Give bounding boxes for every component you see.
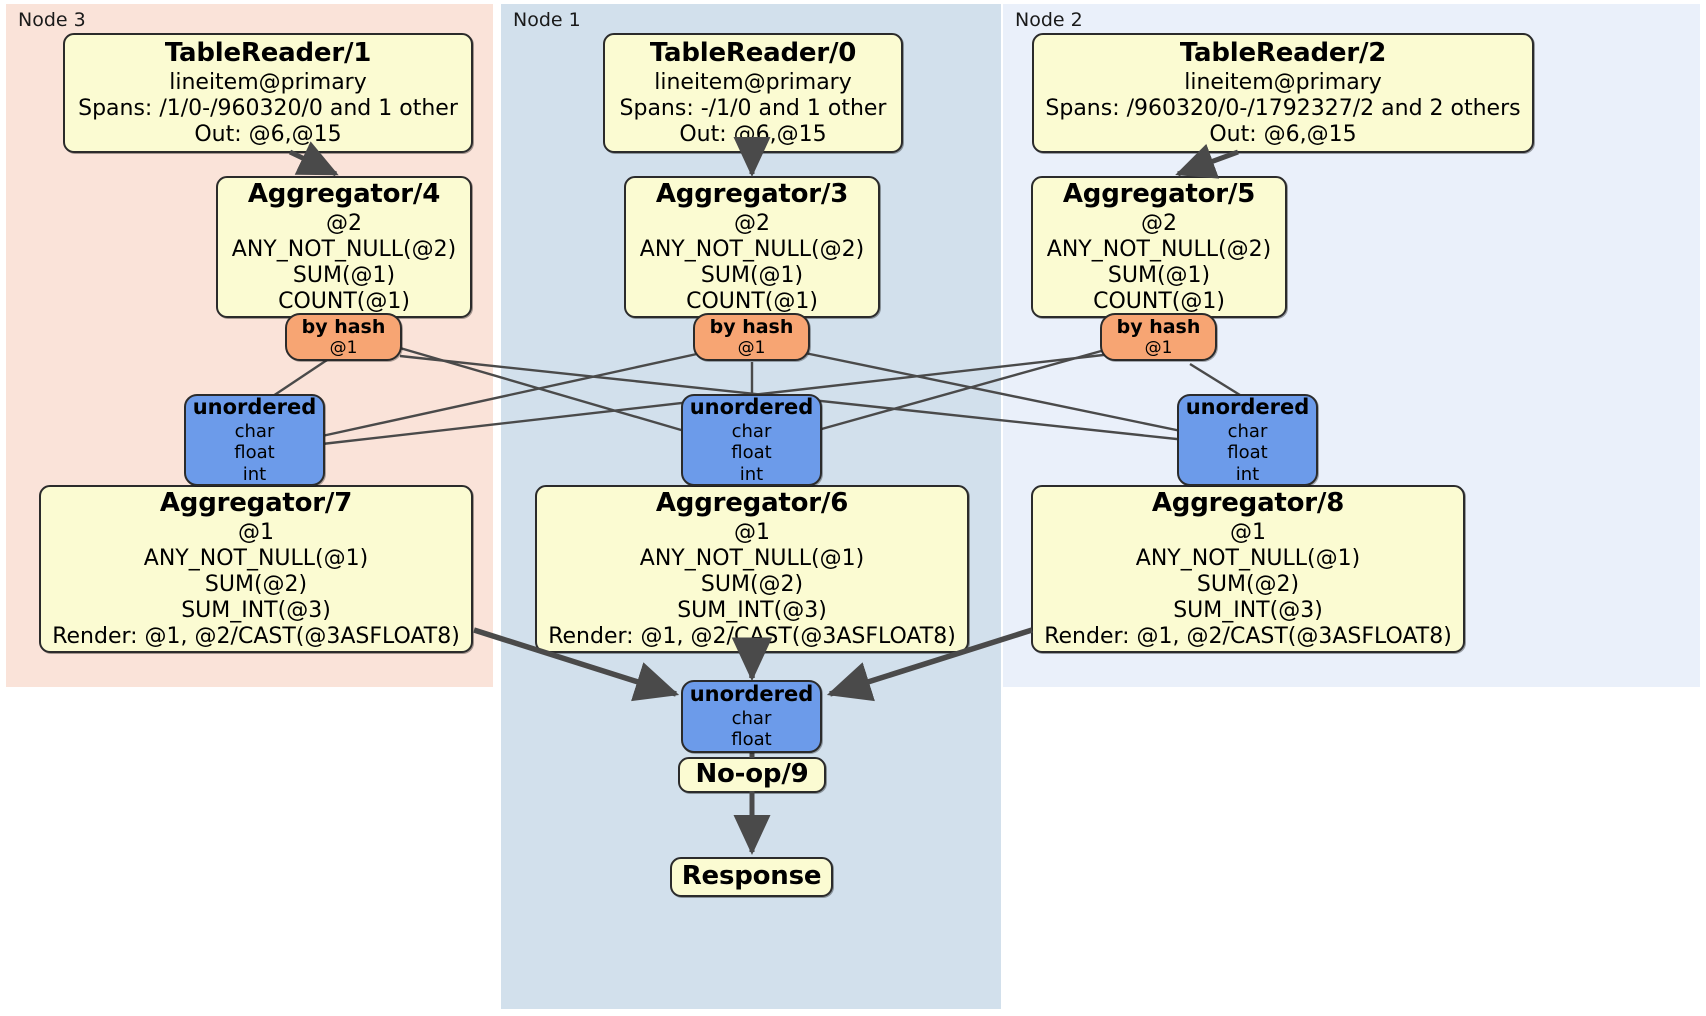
box-line: SUM(@2) <box>204 571 308 597</box>
processor-aggregator-7[interactable]: Aggregator/7 @1 ANY_NOT_NULL(@1) SUM(@2)… <box>39 485 473 653</box>
router-line: @1 <box>737 338 766 359</box>
box-line: ANY_NOT_NULL(@2) <box>1046 236 1272 262</box>
node-panel-label-node1: Node 1 <box>513 9 581 31</box>
router-by-hash-node3[interactable]: by hash @1 <box>285 313 402 361</box>
router-line: @1 <box>329 338 358 359</box>
box-line: @1 <box>238 519 274 545</box>
box-line: lineitem@primary <box>1184 69 1382 95</box>
sync-title: unordered <box>192 395 317 420</box>
box-line: lineitem@primary <box>169 69 367 95</box>
box-line: SUM_INT(@3) <box>1173 597 1323 623</box>
node-panel-label-node3: Node 3 <box>18 9 86 31</box>
box-line: @2 <box>326 210 362 236</box>
sync-title: unordered <box>1185 395 1310 420</box>
box-line: SUM_INT(@3) <box>181 597 331 623</box>
box-line: SUM(@1) <box>292 262 396 288</box>
processor-tablereader-0[interactable]: TableReader/0 lineitem@primary Spans: -/… <box>603 33 903 153</box>
sync-line: char <box>234 421 275 443</box>
box-line: Render: @1, @2/CAST(@3ASFLOAT8) <box>548 623 956 649</box>
box-line: ANY_NOT_NULL(@1) <box>639 545 865 571</box>
box-title: Aggregator/5 <box>1062 179 1256 210</box>
box-line: lineitem@primary <box>654 69 852 95</box>
box-line: ANY_NOT_NULL(@1) <box>1135 545 1361 571</box>
box-line: @2 <box>1141 210 1177 236</box>
box-line: COUNT(@1) <box>686 288 818 314</box>
router-line: @1 <box>1144 338 1173 359</box>
sync-line: float <box>731 729 772 751</box>
box-title: Aggregator/8 <box>1151 488 1345 519</box>
node-panel-label-node2: Node 2 <box>1015 9 1083 31</box>
box-line: Render: @1, @2/CAST(@3ASFLOAT8) <box>1044 623 1452 649</box>
box-line: Spans: /960320/0-/1792327/2 and 2 others <box>1045 95 1521 121</box>
box-line: Out: @6,@15 <box>194 121 342 147</box>
sync-line: int <box>1235 463 1260 485</box>
router-title: by hash <box>709 315 794 338</box>
box-title: TableReader/1 <box>164 38 372 69</box>
box-line: SUM_INT(@3) <box>677 597 827 623</box>
box-title: TableReader/2 <box>1179 38 1387 69</box>
processor-tablereader-1[interactable]: TableReader/1 lineitem@primary Spans: /1… <box>63 33 473 153</box>
processor-response[interactable]: Response <box>670 857 833 897</box>
sync-line: int <box>242 463 267 485</box>
sync-line: float <box>234 442 275 464</box>
box-line: COUNT(@1) <box>278 288 410 314</box>
box-line: SUM(@2) <box>1196 571 1300 597</box>
processor-no-op-9[interactable]: No-op/9 <box>678 757 826 793</box>
box-title: Aggregator/4 <box>247 179 441 210</box>
box-title: Aggregator/3 <box>655 179 849 210</box>
box-line: ANY_NOT_NULL(@1) <box>143 545 369 571</box>
box-line: @1 <box>1230 519 1266 545</box>
box-line: Render: @1, @2/CAST(@3ASFLOAT8) <box>52 623 460 649</box>
box-line: Out: @6,@15 <box>1209 121 1357 147</box>
box-line: Spans: -/1/0 and 1 other <box>619 95 887 121</box>
sync-line: int <box>739 463 764 485</box>
box-line: COUNT(@1) <box>1093 288 1225 314</box>
sync-line: char <box>731 421 772 443</box>
box-line: Out: @6,@15 <box>679 121 827 147</box>
synchronizer-unordered-node2[interactable]: unordered char float int <box>1177 394 1318 486</box>
synchronizer-unordered-node3[interactable]: unordered char float int <box>184 394 325 486</box>
box-line: SUM(@2) <box>700 571 804 597</box>
box-title: TableReader/0 <box>649 38 857 69</box>
synchronizer-unordered-final[interactable]: unordered char float <box>681 680 822 753</box>
box-line: @1 <box>734 519 770 545</box>
router-title: by hash <box>301 315 386 338</box>
router-title: by hash <box>1116 315 1201 338</box>
processor-aggregator-8[interactable]: Aggregator/8 @1 ANY_NOT_NULL(@1) SUM(@2)… <box>1031 485 1465 653</box>
box-title: Response <box>681 861 822 892</box>
box-line: ANY_NOT_NULL(@2) <box>639 236 865 262</box>
box-title: No-op/9 <box>695 759 809 790</box>
box-line: SUM(@1) <box>700 262 804 288</box>
sync-line: float <box>731 442 772 464</box>
box-line: ANY_NOT_NULL(@2) <box>231 236 457 262</box>
synchronizer-unordered-node1[interactable]: unordered char float int <box>681 394 822 486</box>
processor-aggregator-6[interactable]: Aggregator/6 @1 ANY_NOT_NULL(@1) SUM(@2)… <box>535 485 969 653</box>
box-line: @2 <box>734 210 770 236</box>
sync-title: unordered <box>689 682 814 707</box>
sync-line: float <box>1227 442 1268 464</box>
processor-tablereader-2[interactable]: TableReader/2 lineitem@primary Spans: /9… <box>1032 33 1534 153</box>
router-by-hash-node1[interactable]: by hash @1 <box>693 313 810 361</box>
box-title: Aggregator/6 <box>655 488 849 519</box>
sync-line: char <box>731 708 772 730</box>
sync-line: char <box>1227 421 1268 443</box>
processor-aggregator-3[interactable]: Aggregator/3 @2 ANY_NOT_NULL(@2) SUM(@1)… <box>624 176 880 318</box>
box-title: Aggregator/7 <box>159 488 353 519</box>
router-by-hash-node2[interactable]: by hash @1 <box>1100 313 1217 361</box>
processor-aggregator-4[interactable]: Aggregator/4 @2 ANY_NOT_NULL(@2) SUM(@1)… <box>216 176 472 318</box>
box-line: Spans: /1/0-/960320/0 and 1 other <box>78 95 458 121</box>
box-line: SUM(@1) <box>1107 262 1211 288</box>
processor-aggregator-5[interactable]: Aggregator/5 @2 ANY_NOT_NULL(@2) SUM(@1)… <box>1031 176 1287 318</box>
sync-title: unordered <box>689 395 814 420</box>
